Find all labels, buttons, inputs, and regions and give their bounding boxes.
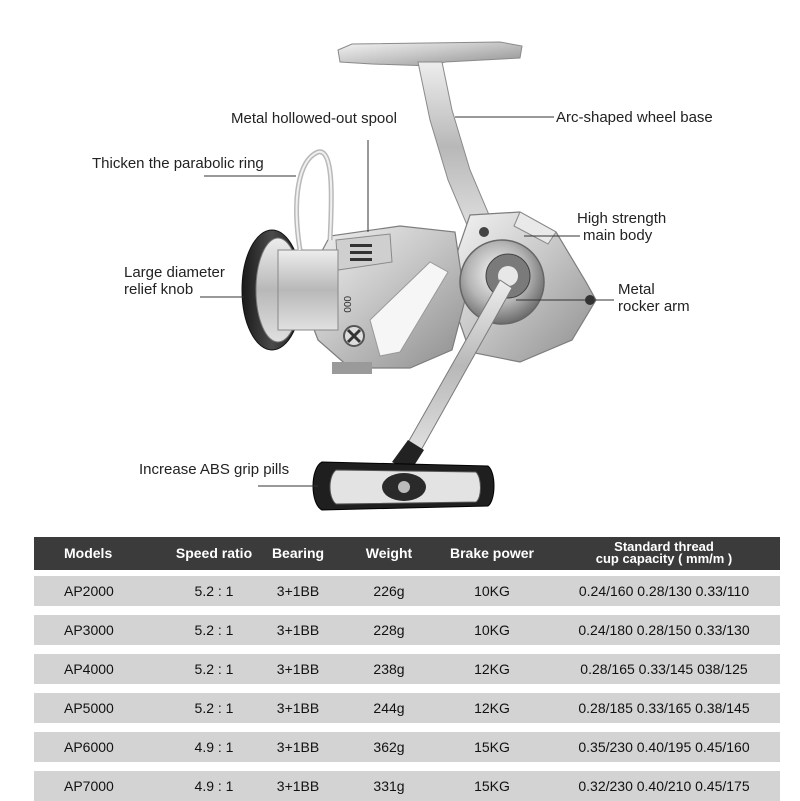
spec-table: Models Speed ratio Bearing Weight Brake … (34, 537, 780, 801)
header-capacity-line1: Standard thread (614, 539, 714, 554)
header-brake-power: Brake power (449, 545, 535, 561)
callout-main-body: High strength main body (577, 210, 666, 244)
cell-capacity: 0.24/180 0.28/150 0.33/130 (578, 622, 750, 638)
table-row: AP2000 5.2 : 1 3+1BB 226g 10KG 0.24/160 … (34, 576, 780, 606)
callout-parabolic-ring: Thicken the parabolic ring (92, 155, 264, 172)
cell-weight: 244g (373, 700, 405, 716)
cell-bearing: 3+1BB (276, 778, 320, 794)
callout-main-body-line2: main body (583, 227, 653, 244)
cell-speed-ratio: 5.2 : 1 (194, 700, 234, 716)
header-bearing: Bearing (271, 545, 325, 561)
cell-bearing: 3+1BB (276, 661, 320, 677)
cell-capacity: 0.28/165 0.33/145 038/125 (580, 661, 748, 677)
handle-knob (312, 461, 495, 511)
cell-capacity: 0.24/160 0.28/130 0.33/110 (578, 583, 750, 599)
cell-model: AP6000 (64, 739, 114, 755)
cell-bearing: 3+1BB (276, 700, 320, 716)
table-row: AP3000 5.2 : 1 3+1BB 228g 10KG 0.24/180 … (34, 615, 780, 645)
header-models: Models (64, 545, 113, 561)
callout-spool: Metal hollowed-out spool (231, 110, 397, 127)
table-row: AP7000 4.9 : 1 3+1BB 331g 15KG 0.32/230 … (34, 771, 780, 801)
callout-relief-knob: Large diameter relief knob (124, 264, 225, 298)
bail-wire (294, 149, 334, 251)
callout-grip: Increase ABS grip pills (139, 461, 290, 478)
cell-brake-power: 15KG (474, 739, 510, 755)
table-row: AP4000 5.2 : 1 3+1BB 238g 12KG 0.28/165 … (34, 654, 780, 684)
cell-model: AP3000 (64, 622, 114, 638)
callout-relief-knob-line2: relief knob (124, 281, 194, 298)
header-weight: Weight (365, 545, 413, 561)
product-figure: 000 (200, 41, 614, 511)
cell-brake-power: 10KG (474, 583, 510, 599)
cell-weight: 238g (373, 661, 405, 677)
header-capacity-line2: cup capacity ( mm/m ) (595, 551, 733, 566)
cell-speed-ratio: 5.2 : 1 (194, 661, 234, 677)
table-row: AP5000 5.2 : 1 3+1BB 244g 12KG 0.28/185 … (34, 693, 780, 723)
cell-capacity: 0.35/230 0.40/195 0.45/160 (578, 739, 750, 755)
spool-marking: 000 (341, 296, 352, 313)
callout-wheel-base: Arc-shaped wheel base (556, 109, 713, 126)
cell-bearing: 3+1BB (276, 622, 320, 638)
cell-bearing: 3+1BB (276, 583, 320, 599)
cell-model: AP5000 (64, 700, 114, 716)
cell-weight: 331g (373, 778, 405, 794)
header-speed-ratio: Speed ratio (175, 545, 253, 561)
cell-brake-power: 15KG (474, 778, 510, 794)
cell-capacity: 0.28/185 0.33/165 0.38/145 (578, 700, 750, 716)
callout-main-body-line1: High strength (577, 210, 667, 227)
cell-speed-ratio: 5.2 : 1 (194, 622, 234, 638)
cell-brake-power: 12KG (474, 700, 510, 716)
cell-weight: 362g (373, 739, 405, 755)
cell-model: AP4000 (64, 661, 114, 677)
cell-weight: 226g (373, 583, 405, 599)
cell-brake-power: 12KG (474, 661, 510, 677)
callout-relief-knob-line1: Large diameter (124, 264, 225, 281)
leader-lines (200, 116, 614, 487)
fishing-reel-illustration: 000 (200, 41, 614, 511)
table-header: Models Speed ratio Bearing Weight Brake … (34, 537, 780, 570)
cell-speed-ratio: 4.9 : 1 (194, 778, 234, 794)
table-row: AP6000 4.9 : 1 3+1BB 362g 15KG 0.35/230 … (34, 732, 780, 762)
callout-rocker-arm: Metal rocker arm (618, 281, 690, 315)
cell-brake-power: 10KG (474, 622, 510, 638)
drag-knob (241, 229, 339, 351)
callout-rocker-arm-line2: rocker arm (618, 298, 690, 315)
cell-model: AP7000 (64, 778, 114, 794)
cell-capacity: 0.32/230 0.40/210 0.45/175 (578, 778, 750, 794)
cell-weight: 228g (373, 622, 405, 638)
cell-model: AP2000 (64, 583, 114, 599)
reel-foot (337, 41, 523, 233)
rotor: 000 (299, 225, 466, 374)
header-capacity: Standard thread cup capacity ( mm/m ) (559, 539, 769, 574)
cell-bearing: 3+1BB (276, 739, 320, 755)
cell-speed-ratio: 4.9 : 1 (194, 739, 234, 755)
cell-speed-ratio: 5.2 : 1 (194, 583, 234, 599)
callout-rocker-arm-line1: Metal (618, 281, 655, 298)
